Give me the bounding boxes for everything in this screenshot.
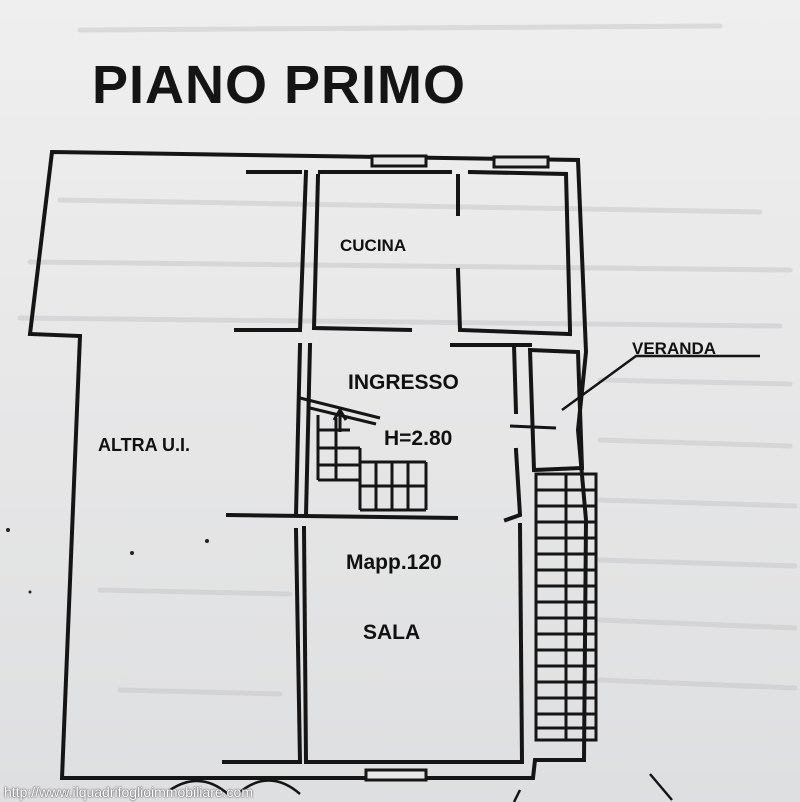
ceiling-height-label: H=2.80 [384, 427, 453, 450]
altra-ui-wall-c [293, 527, 303, 765]
room-label-altra-ui: ALTRA U.I. [98, 435, 190, 455]
external-stair [534, 472, 598, 742]
veranda-wall [527, 347, 585, 473]
outer-wall-inner [246, 169, 573, 333]
ingresso-connector [509, 424, 557, 430]
internal-stair [299, 396, 428, 512]
room-label-ingresso: INGRESSO [348, 371, 459, 394]
bottom-scribbles [169, 773, 673, 802]
room-label-veranda: VERANDA [632, 339, 717, 358]
sala-left-wall [301, 525, 522, 764]
sala-right-wall [517, 522, 525, 765]
website-watermark: http://www.ilquadrifoglioimmobiliare.com [4, 784, 253, 800]
altra-ui-wall [297, 169, 309, 333]
print-specks [6, 528, 209, 594]
ingresso-bottom-wall [225, 512, 459, 521]
ingresso-left-wall [303, 342, 313, 518]
ingresso-right-wall [511, 342, 519, 415]
parcel-label: Mapp.120 [346, 551, 442, 574]
cucina-left-wall [311, 173, 413, 333]
cucina-right-wall-b [455, 267, 573, 337]
room-label-sala: SALA [363, 621, 421, 644]
ingresso-right-wall-b [503, 447, 523, 523]
windows [364, 154, 550, 782]
veranda-leader-line [561, 354, 760, 412]
altra-ui-wall-b [293, 342, 303, 518]
page-title: PIANO PRIMO [92, 55, 467, 115]
outer-wall [27, 149, 589, 780]
room-label-cucina: CUCINA [340, 236, 407, 255]
